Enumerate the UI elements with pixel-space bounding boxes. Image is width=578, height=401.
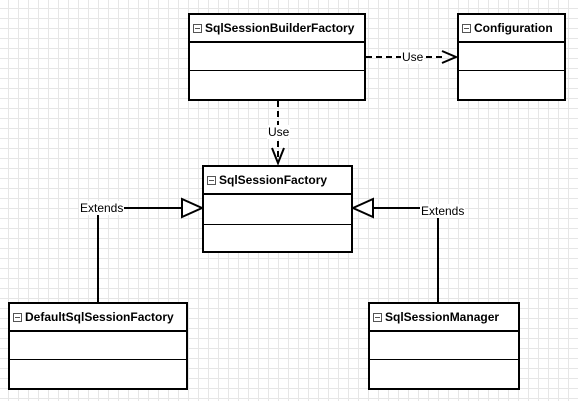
class-name: SqlSessionManager: [385, 310, 500, 324]
class-header: DefaultSqlSessionFactory: [10, 304, 186, 332]
class-header: SqlSessionFactory: [204, 167, 351, 195]
collapse-icon[interactable]: [373, 312, 382, 322]
class-name: SqlSessionFactory: [219, 173, 328, 187]
class-divider: [10, 359, 186, 360]
edge-builder-to-configuration[interactable]: [366, 50, 459, 64]
collapse-icon[interactable]: [13, 312, 22, 322]
class-divider: [204, 224, 351, 225]
class-name: SqlSessionBuilderFactory: [205, 21, 355, 35]
class-header: Configuration: [459, 15, 564, 43]
collapse-icon[interactable]: [207, 175, 216, 185]
edge-label-use-factory: Use: [267, 125, 291, 139]
class-default-sql-session-factory[interactable]: DefaultSqlSessionFactory: [8, 302, 188, 390]
class-divider: [370, 359, 518, 360]
class-name: DefaultSqlSessionFactory: [25, 310, 174, 324]
edge-label-use-configuration: Use: [401, 50, 425, 64]
collapse-icon[interactable]: [193, 23, 202, 33]
class-configuration[interactable]: Configuration: [457, 13, 566, 101]
class-sql-session-builder-factory[interactable]: SqlSessionBuilderFactory: [188, 13, 366, 101]
edge-label-extends-manager: Extends: [420, 204, 466, 218]
class-sql-session-manager[interactable]: SqlSessionManager: [368, 302, 520, 390]
collapse-icon[interactable]: [462, 23, 471, 33]
class-divider: [459, 70, 564, 71]
class-divider: [190, 70, 364, 71]
class-header: SqlSessionBuilderFactory: [190, 15, 364, 43]
class-header: SqlSessionManager: [370, 304, 518, 332]
edge-builder-to-factory[interactable]: [271, 101, 285, 166]
edge-label-extends-default-factory: Extends: [79, 201, 125, 215]
class-name: Configuration: [474, 21, 553, 35]
class-sql-session-factory[interactable]: SqlSessionFactory: [202, 165, 353, 253]
